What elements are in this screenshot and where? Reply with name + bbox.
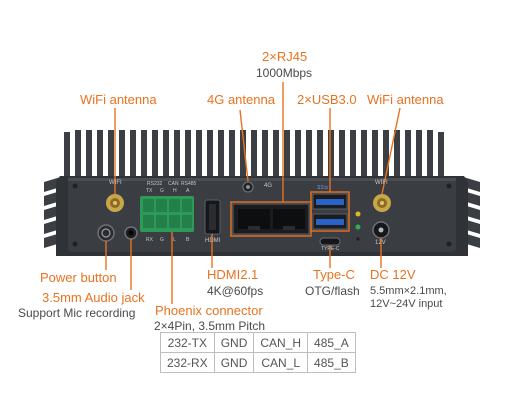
label-4g-antenna: 4G antenna: [207, 92, 275, 107]
heatsink-fins: [44, 130, 480, 248]
hdmi-port: [204, 199, 221, 235]
silk-rs232: RS232: [147, 181, 163, 187]
label-phoenix: Phoenix connector: [155, 303, 263, 318]
label-power-button: Power button: [40, 270, 117, 285]
pin-table: 232-TX GND CAN_H 485_A 232-RX GND CAN_L …: [160, 332, 356, 373]
wifi-antenna-right-connector: [373, 194, 391, 212]
label-dc: DC 12V: [370, 267, 416, 282]
silk-4g: 4G: [264, 183, 273, 189]
silk-g-top: G: [160, 188, 164, 194]
silk-b: B: [186, 237, 190, 243]
table-cell: 485_A: [307, 332, 356, 353]
table-cell: GND: [213, 332, 255, 353]
silk-g-bot: G: [160, 237, 164, 243]
table-cell: CAN_H: [253, 332, 309, 353]
label-typec: Type-C: [313, 267, 355, 282]
silk-ss: SS⇆: [317, 185, 328, 191]
label-rj45-speed: 1000Mbps: [256, 66, 313, 80]
label-dc-sub1: 5.5mm×2.1mm,: [370, 285, 447, 297]
label-audio-jack: 3.5mm Audio jack: [42, 290, 145, 305]
power-button[interactable]: [97, 224, 115, 242]
label-audio-jack-sub: Support Mic recording: [18, 306, 136, 320]
usb3-ports: [312, 193, 348, 230]
label-rj45: 2×RJ45: [262, 49, 308, 64]
label-phoenix-sub: 2×4Pin, 3.5mm Pitch: [154, 319, 266, 333]
silk-l: L: [173, 237, 176, 243]
silk-rs485: RS485: [181, 181, 197, 187]
typec-port: [319, 237, 341, 246]
silk-hdmi: HDMI: [205, 238, 221, 244]
table-cell: 485_B: [307, 352, 356, 373]
label-hdmi-sub: 4K@60fps: [207, 284, 264, 298]
silk-dc: 12V: [375, 240, 386, 246]
table-cell: 232-TX: [160, 332, 215, 353]
phoenix-connector: [140, 196, 194, 232]
silk-wifi-right: WIFI: [375, 180, 388, 186]
table-cell: GND: [213, 352, 255, 373]
label-dc-sub2: 12V~24V input: [370, 298, 443, 310]
silk-can: CAN: [168, 181, 179, 187]
wifi-antenna-left-connector: [106, 194, 124, 212]
label-wifi-right: WiFi antenna: [367, 92, 444, 107]
silk-wifi-left: WIFI: [109, 180, 122, 186]
silk-rx: RX: [146, 237, 153, 243]
panel-screws: [72, 183, 452, 247]
label-typec-sub: OTG/flash: [305, 284, 360, 298]
table-cell: 232-RX: [160, 352, 215, 373]
status-leds: [355, 211, 361, 241]
silk-tx: TX: [146, 188, 153, 194]
rj45-ports: [232, 203, 310, 235]
table-row: 232-TX GND CAN_H 485_A: [160, 332, 356, 353]
table-cell: CAN_L: [253, 352, 309, 373]
label-usb30: 2×USB3.0: [297, 92, 357, 107]
table-row: 232-RX GND CAN_L 485_B: [160, 352, 356, 373]
label-hdmi: HDMI2.1: [207, 267, 259, 282]
label-wifi-left: WiFi antenna: [80, 92, 157, 107]
audio-jack: [124, 226, 138, 240]
dc-jack: [372, 221, 390, 239]
silk-typec: TYPE-C: [321, 246, 340, 252]
4g-antenna-connector: [242, 181, 254, 193]
silk-a: A: [186, 188, 190, 194]
silk-h: H: [173, 188, 177, 194]
callout-lines: [105, 82, 401, 304]
